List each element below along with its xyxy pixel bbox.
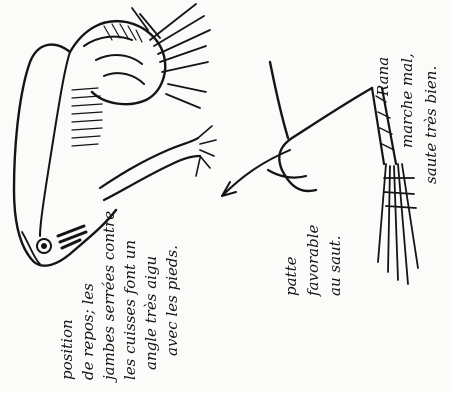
jump-caption-line-1: patte <box>282 256 300 296</box>
frog-hind-foot-toes <box>132 4 210 108</box>
leg-knee-edge <box>268 170 306 178</box>
frog-pupil <box>41 243 47 249</box>
resting-caption-line-3: jambes serrées contre <box>100 211 118 383</box>
resting-caption-line-2: de repos; les <box>79 283 97 380</box>
rana-caption-line-2: marche mal, <box>398 53 416 148</box>
rana-caption-line-3: saute très bien. <box>422 66 440 184</box>
resting-caption-line-6: avec les pieds. <box>163 245 181 356</box>
resting-caption-line-1: position <box>58 319 76 380</box>
leg-thigh-lower-edge <box>270 62 288 138</box>
frog-leg-hatching <box>104 24 142 42</box>
resting-caption-line-5: angle très aigu <box>142 256 160 370</box>
resting-caption-line-4: les cuisses font un <box>121 240 139 380</box>
leg-shank <box>372 88 396 164</box>
jump-caption-line-3: au saut. <box>326 236 344 296</box>
frog-back-line <box>40 52 70 236</box>
rana-caption-line-1: Rana <box>374 57 392 97</box>
rana-caption-continued: marche mal, saute très bien. <box>398 53 440 184</box>
jump-caption-line-2: favorable <box>304 224 322 297</box>
frog-hind-leg-shank <box>84 37 144 84</box>
frog-front-fingers <box>196 126 216 176</box>
rana-caption: Rana <box>374 57 392 97</box>
jump-caption: patte favorable au saut. <box>282 224 344 297</box>
frog-front-leg <box>100 138 200 200</box>
leg-foot-toes <box>378 164 418 284</box>
leg-thigh-upper-edge <box>279 88 372 191</box>
